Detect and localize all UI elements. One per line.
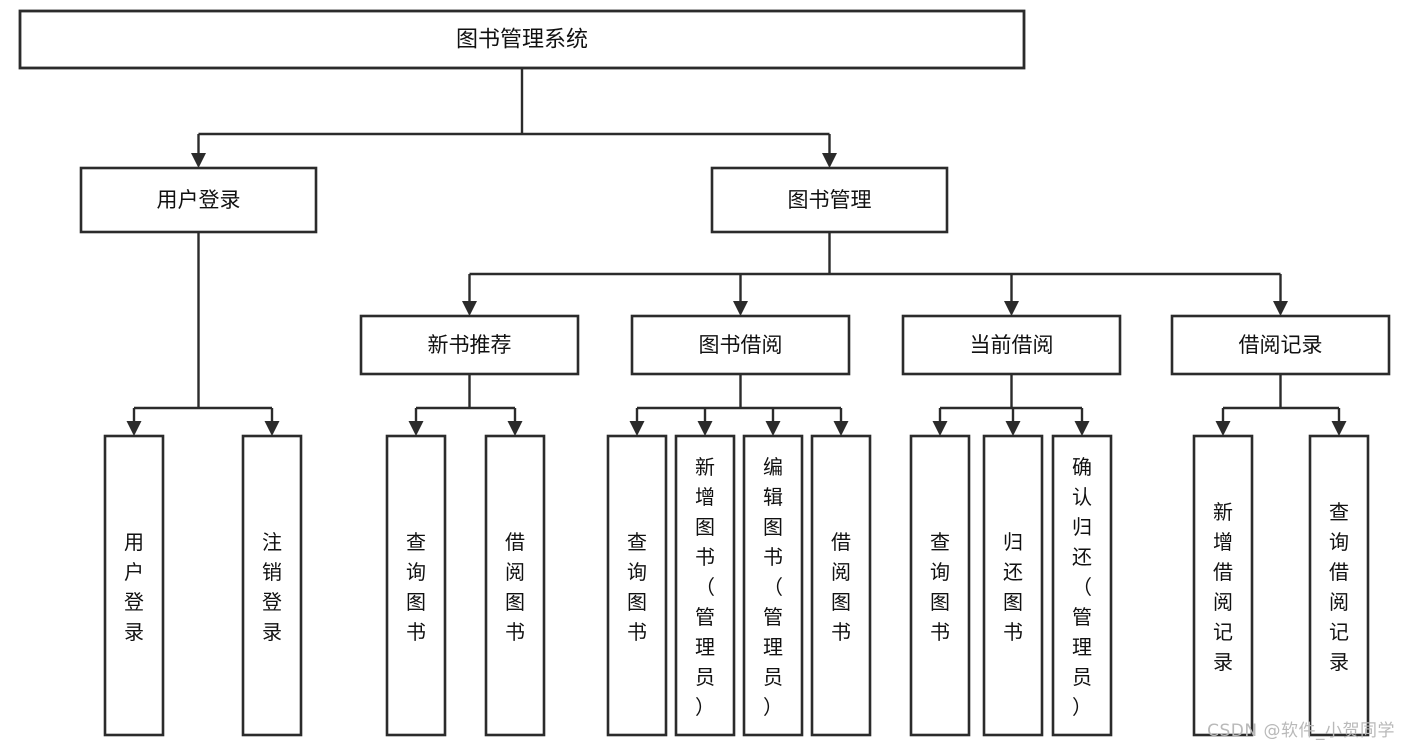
node-box-nbr-borrow-book[interactable]: [484, 434, 546, 737]
node-box-user-logout-leaf[interactable]: [241, 434, 303, 737]
node-box-new-book-recommend[interactable]: [359, 314, 580, 376]
node-box-current-borrow[interactable]: [901, 314, 1122, 376]
node-box-nbr-query-book[interactable]: [385, 434, 447, 737]
node-label-new-book-recommend: 新书推荐: [428, 333, 512, 357]
arrow-head-icon: [507, 421, 523, 436]
node-label-bb-add-book: 新增图书（管理员）: [695, 455, 715, 719]
node-box-bb-edit-book[interactable]: [742, 434, 804, 737]
arrow-head-icon: [1005, 421, 1021, 436]
arrow-head-icon: [126, 421, 142, 436]
node-box-root[interactable]: [18, 9, 1026, 70]
node-box-cb-query-book[interactable]: [909, 434, 971, 737]
node-box-book-borrow[interactable]: [630, 314, 851, 376]
arrow-head-icon: [1004, 301, 1019, 316]
node-box-bb-add-book[interactable]: [674, 434, 736, 737]
arrow-head-icon: [1074, 421, 1090, 436]
node-box-br-query-record[interactable]: [1308, 434, 1370, 737]
node-box-br-add-record[interactable]: [1192, 434, 1254, 737]
node-box-borrow-record[interactable]: [1170, 314, 1391, 376]
node-label-book-borrow: 图书借阅: [699, 333, 783, 357]
arrow-head-icon: [1273, 301, 1288, 316]
arrow-head-icon: [462, 301, 477, 316]
arrow-head-icon: [765, 421, 781, 436]
node-label-borrow-record: 借阅记录: [1239, 333, 1323, 357]
node-label-cb-query-book: 查询图书: [930, 530, 950, 644]
node-label-user-logout-leaf: 注销登录: [262, 530, 282, 644]
arrow-head-icon: [1331, 421, 1347, 436]
node-label-nbr-borrow-book: 借阅图书: [505, 530, 525, 644]
node-label-bb-edit-book: 编辑图书（管理员）: [763, 455, 783, 719]
arrow-head-icon: [629, 421, 645, 436]
arrow-head-icon: [1215, 421, 1231, 436]
node-label-book-management: 图书管理: [788, 188, 872, 212]
arrow-head-icon: [264, 421, 280, 436]
arrow-head-icon: [733, 301, 748, 316]
arrow-head-icon: [833, 421, 849, 436]
node-box-book-management[interactable]: [710, 166, 949, 234]
node-label-nbr-query-book: 查询图书: [406, 530, 426, 644]
arrow-head-icon: [932, 421, 948, 436]
arrow-head-icon: [822, 153, 837, 168]
node-label-cb-return-book: 归还图书: [1003, 530, 1023, 644]
node-box-user-login-leaf[interactable]: [103, 434, 165, 737]
csdn-watermark: CSDN @软件_小贺同学: [1207, 721, 1395, 741]
node-box-bb-query-book[interactable]: [606, 434, 668, 737]
node-box-cb-confirm-return[interactable]: [1051, 434, 1113, 737]
node-box-cb-return-book[interactable]: [982, 434, 1044, 737]
arrow-head-icon: [191, 153, 206, 168]
node-box-user-login[interactable]: [79, 166, 318, 234]
node-label-root: 图书管理系统: [456, 28, 588, 53]
node-label-user-login-leaf: 用户登录: [124, 530, 144, 644]
node-label-br-add-record: 新增借阅记录: [1213, 500, 1233, 674]
node-label-br-query-record: 查询借阅记录: [1329, 500, 1349, 674]
connector-layer: [126, 68, 1347, 436]
arrow-head-icon: [697, 421, 713, 436]
node-box-bb-borrow-book[interactable]: [810, 434, 872, 737]
arrow-head-icon: [408, 421, 424, 436]
node-label-user-login: 用户登录: [157, 188, 241, 212]
node-label-bb-borrow-book: 借阅图书: [831, 530, 851, 644]
node-label-current-borrow: 当前借阅: [970, 333, 1054, 357]
node-layer: 图书管理系统用户登录用户登录注销登录图书管理新书推荐查询图书借阅图书图书借阅查询…: [18, 9, 1391, 737]
node-label-bb-query-book: 查询图书: [627, 530, 647, 644]
node-label-cb-confirm-return: 确认归还（管理员）: [1072, 455, 1092, 719]
